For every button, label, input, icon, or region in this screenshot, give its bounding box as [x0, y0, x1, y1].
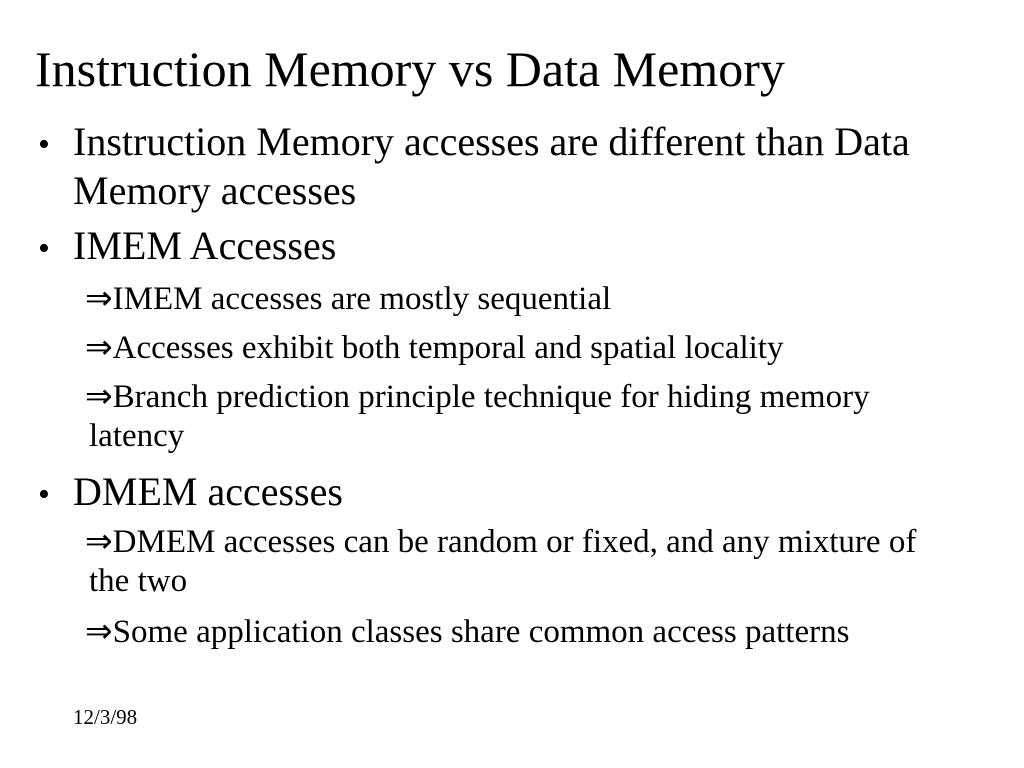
arrow-icon: ⇒: [85, 521, 113, 560]
sub-bullet-text: Branch prediction principle technique fo…: [112, 379, 870, 415]
bullet-icon: •: [38, 230, 50, 267]
bullet-item: • Instruction Memory accesses are differe…: [38, 117, 910, 169]
sub-bullet-item: ⇒DMEM accesses can be random or fixed, a…: [85, 521, 917, 562]
bullet-item: • DMEM accesses: [38, 467, 343, 519]
bullet-text-continuation: Memory accesses: [73, 168, 357, 213]
sub-bullet-item: ⇒IMEM accesses are mostly sequential: [85, 278, 612, 319]
sub-bullet-text: IMEM accesses are mostly sequential: [112, 281, 612, 317]
bullet-icon: •: [38, 476, 50, 513]
arrow-icon: ⇒: [85, 327, 113, 366]
bullet-text: Instruction Memory accesses are differen…: [73, 119, 910, 164]
bullet-item: • IMEM Accesses: [38, 221, 337, 273]
sub-bullet-text-continuation: the two: [89, 563, 188, 599]
bullet-text: IMEM Accesses: [73, 223, 337, 268]
sub-bullet-text: DMEM accesses can be random or fixed, an…: [112, 524, 917, 560]
arrow-icon: ⇒: [85, 278, 113, 317]
bullet-icon: •: [38, 126, 50, 163]
sub-bullet-item: ⇒Accesses exhibit both temporal and spat…: [85, 327, 784, 368]
bullet-text: DMEM accesses: [73, 469, 343, 514]
date-stamp: 12/3/98: [73, 705, 138, 729]
sub-bullet-text-continuation: latency: [89, 418, 185, 454]
sub-bullet-item: ⇒Branch prediction principle technique f…: [85, 376, 870, 417]
sub-bullet-text: Some application classes share common ac…: [112, 614, 850, 650]
sub-bullet-text: Accesses exhibit both temporal and spati…: [112, 330, 784, 366]
sub-bullet-item: ⇒Some application classes share common a…: [85, 611, 850, 652]
arrow-icon: ⇒: [85, 611, 113, 650]
slide-title: Instruction Memory vs Data Memory: [35, 41, 785, 97]
arrow-icon: ⇒: [85, 376, 113, 415]
